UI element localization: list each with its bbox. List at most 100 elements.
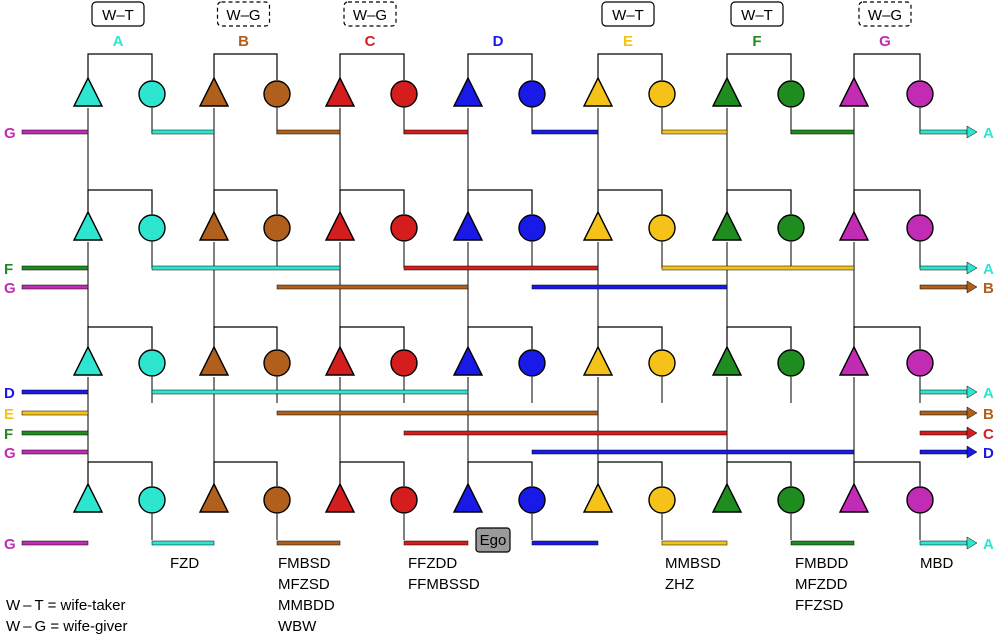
female-circle [138,486,166,514]
ego-marker: Ego [475,527,511,553]
female-circle [390,486,418,514]
female-circle [648,80,676,108]
male-triangle [198,210,230,241]
clan-letter: A [113,33,124,50]
sibling-bracket [87,189,153,214]
female-circle [648,349,676,377]
male-triangle [452,76,484,107]
outgoing-bar [919,430,968,436]
female-circle [518,349,546,377]
row-right-letter: A [983,385,994,402]
outgoing-bar [919,449,968,455]
alliance-bar [276,129,341,135]
incoming-bar [21,540,89,546]
kin-term: FMBDD [795,555,848,572]
male-triangle [198,345,230,376]
relation-box [343,1,397,27]
kin-term: WBW [278,618,317,635]
kin-symbols [72,76,934,514]
arrow-head [966,261,978,275]
alliance-bar [403,129,469,135]
sibling-bracket [597,53,663,80]
relation-box-label: W–T [102,7,134,24]
male-triangle [72,210,104,241]
female-circle [263,80,291,108]
alliance-bar [790,129,855,135]
female-circle [518,80,546,108]
kin-term: MBD [920,555,954,572]
male-triangle [582,210,614,241]
sibling-bracket [87,461,153,486]
male-triangle [198,76,230,107]
sibling-bracket [853,326,921,349]
incoming-bar [21,410,89,416]
male-triangle [711,76,743,107]
sibling-bracket [467,326,533,349]
male-triangle [711,210,743,241]
female-circle [777,349,805,377]
male-triangle [324,76,356,107]
male-triangle [452,482,484,513]
row-right-letter: A [983,125,994,142]
sibling-bracket [213,461,278,486]
female-circle [906,214,934,242]
incoming-bar [21,449,89,455]
alliance-bar [790,540,855,546]
arrow-head [966,406,978,420]
male-triangle [838,76,870,107]
alliance-bar [276,284,469,290]
sibling-bracket [213,189,278,214]
kin-term: FZD [170,555,199,572]
sibling-bracket [726,461,792,486]
legend-wife-taker: W – T = wife-taker [6,597,126,614]
alliance-bar [531,284,728,290]
arrow-head [966,445,978,459]
male-triangle [452,345,484,376]
female-circle [648,214,676,242]
male-triangle [711,482,743,513]
female-circle [138,214,166,242]
male-triangle [324,345,356,376]
male-triangle [72,345,104,376]
female-circle [777,80,805,108]
alliance-bar [403,540,469,546]
row-left-letter: F [4,261,13,278]
female-circle [518,486,546,514]
legend: W – T = wife-taker W – G = wife-giver [6,597,127,635]
alliance-bar [531,129,599,135]
female-circle [518,214,546,242]
relation-box-label: W–G [868,7,902,24]
arrow-head [966,385,978,399]
kin-term: FFZSD [795,597,843,614]
alliance-bar [661,265,855,271]
alliance-bar [403,430,728,436]
female-circle [138,349,166,377]
alliance-bar [151,129,215,135]
sibling-bracket [726,326,792,349]
row-right-letter: A [983,261,994,278]
alliance-bar [276,410,599,416]
arrow-head [966,280,978,294]
male-triangle [324,482,356,513]
sibling-bracket [213,326,278,349]
row-right-letter: C [983,426,994,443]
row-right-letter: B [983,280,994,297]
female-circle [906,80,934,108]
alliance-bar [403,265,599,271]
relation-box [730,1,784,27]
clan-letter: E [623,33,633,50]
female-circle [777,486,805,514]
incoming-bar [21,389,89,395]
male-triangle [324,210,356,241]
male-triangle [838,345,870,376]
outgoing-bar [919,410,968,416]
female-circle [263,214,291,242]
clan-letter: G [879,33,891,50]
ego-label: Ego [480,532,507,549]
sibling-bracket [339,461,405,486]
sibling-bracket [597,189,663,214]
male-triangle [198,482,230,513]
sibling-bracket [467,53,533,80]
